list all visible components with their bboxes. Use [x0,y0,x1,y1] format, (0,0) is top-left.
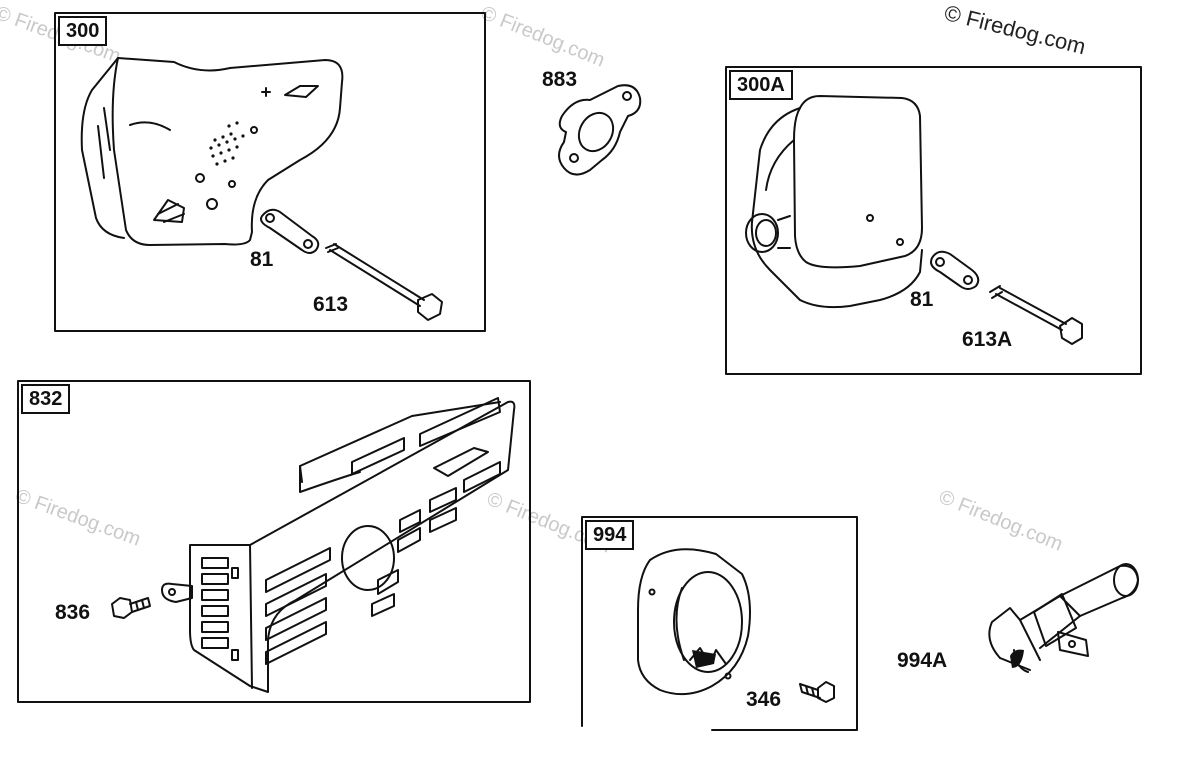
box-label-300A: 300A [729,70,793,100]
gasket-883 [558,84,642,176]
lock-plate-81-left [260,208,320,254]
lock-plate-81-right [930,250,980,290]
part-label-346: 346 [746,688,782,711]
box-label-832: 832 [21,384,71,414]
frame-994 [581,516,858,731]
muffler-300A [745,95,923,309]
part-label-81-right: 81 [910,288,934,311]
frame-300A [725,66,1142,375]
part-label-81-left: 81 [250,248,274,271]
spark-arrester-994 [637,548,751,696]
box-label-300: 300 [58,16,108,46]
muffler-300 [80,57,344,246]
screw-836 [111,597,151,619]
screw-346 [799,681,835,703]
part-label-994A: 994A [897,649,948,672]
box-label-994: 994 [585,520,635,550]
part-label-613A: 613A [962,328,1013,351]
frame-300 [54,12,486,332]
bolt-613 [325,243,443,321]
part-label-883: 883 [542,68,578,91]
part-label-613: 613 [313,293,349,316]
part-label-836: 836 [55,601,91,624]
frame-832 [17,380,531,703]
muffler-300-perforations [209,121,245,166]
bolt-613A [989,285,1083,345]
muffler-guard-832 [161,397,516,693]
